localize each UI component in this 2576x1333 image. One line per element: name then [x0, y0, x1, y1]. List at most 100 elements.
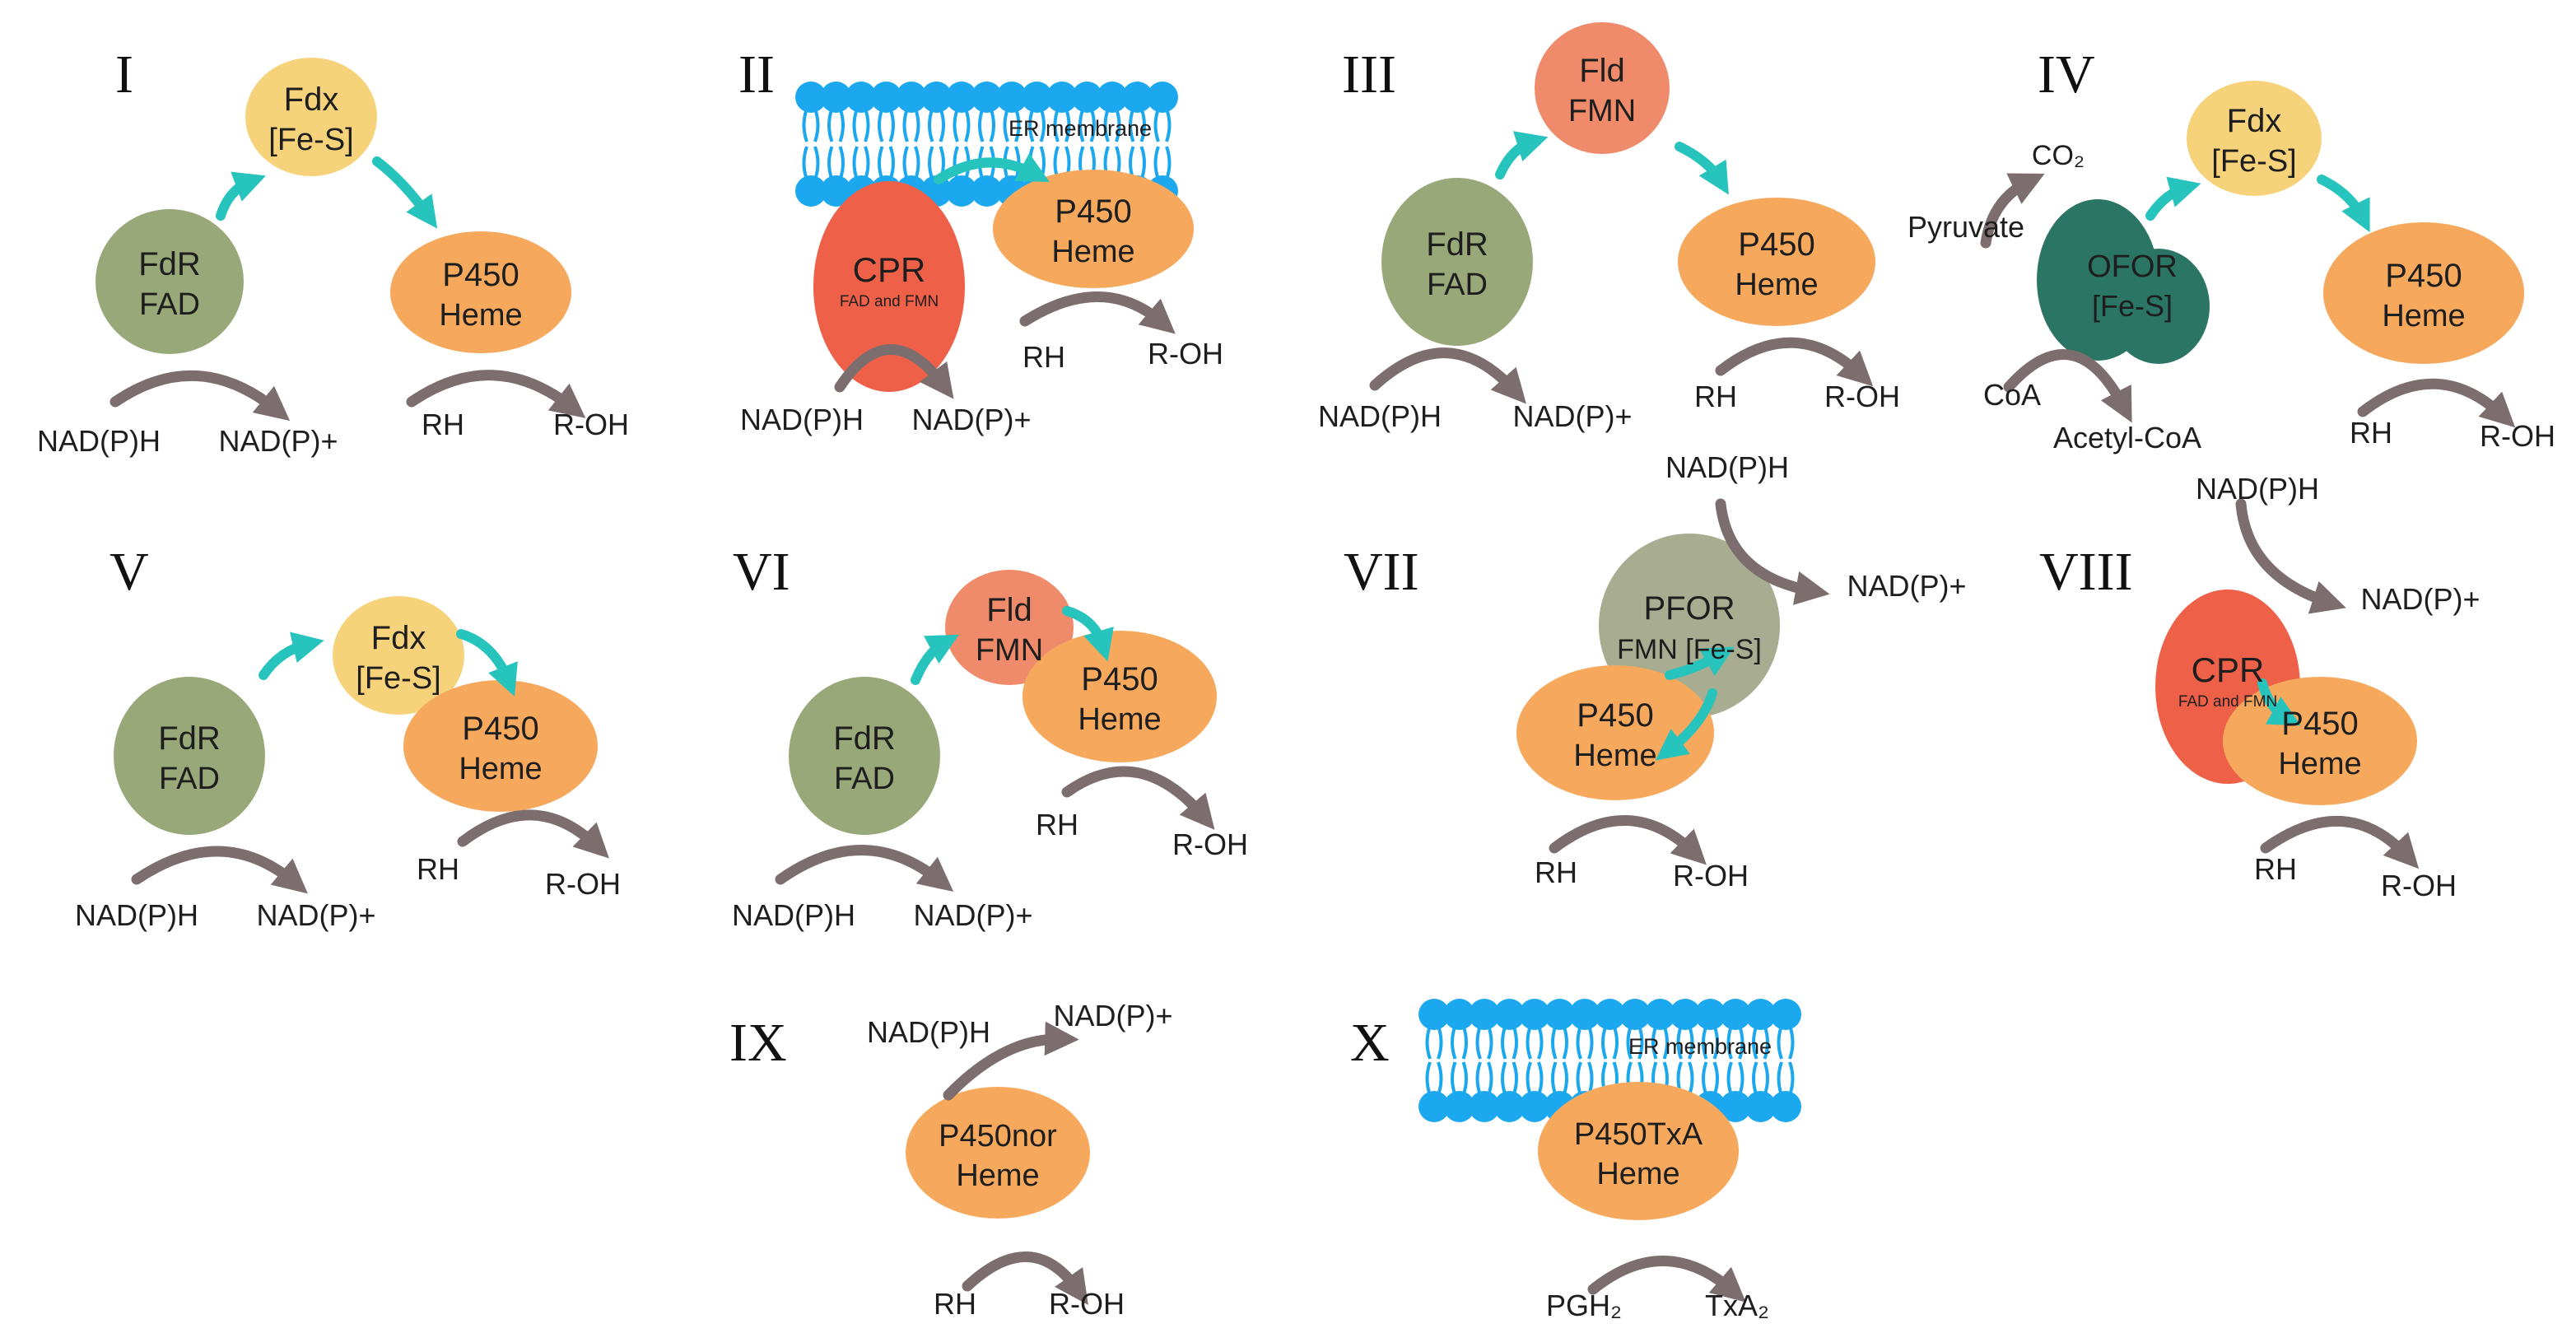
panel-viii-electron-arrow	[2257, 678, 2301, 726]
panel-iii-nad-p-label: NAD(P)+	[1512, 399, 1632, 433]
panel-vi-electron-arrow-1	[911, 634, 959, 685]
panel-v-fdx-label: Fdx	[371, 620, 426, 656]
panel-vi-fdr-label: FdR	[833, 720, 896, 757]
panel-ix-nad-p-h-label: NAD(P)H	[867, 1015, 990, 1049]
panel-iv-r-oh-label: R-OH	[2480, 419, 2555, 453]
panel-vi-nadph-arrow	[775, 845, 954, 893]
panel-ii-p450-label: P450	[1055, 193, 1131, 230]
panel-vii-pfor-label: PFOR	[1643, 590, 1735, 627]
panel-vi-fld-shape	[945, 570, 1074, 685]
panel-x-p450-label: P450TxA	[1574, 1117, 1703, 1152]
panel-v-nad-p-label: NAD(P)+	[256, 898, 375, 932]
panel-iii-electron-arrow-1	[1495, 131, 1549, 179]
panel-i-p450-cofactor: Heme	[439, 298, 522, 333]
panel-v-fdr-label: FdR	[158, 720, 221, 757]
panel-ii-p450-cofactor: Heme	[1051, 235, 1134, 269]
panel-v-p450-label: P450	[462, 711, 538, 747]
panel-ix-nad-p-label: NAD(P)+	[1053, 999, 1172, 1032]
panel-ii-cpr-cofactor: FAD and FMN	[840, 293, 939, 310]
panel-vii-nad-p-h-label: NAD(P)H	[1665, 450, 1789, 484]
panel-v-substrate-arrow	[457, 809, 609, 859]
panel-i-fdx-label: Fdx	[284, 82, 339, 118]
panel-ii-numeral: II	[738, 44, 775, 105]
panel-v-nadph-arrow	[131, 846, 308, 894]
panel-vi-fld-cofactor: FMN	[976, 633, 1043, 668]
panel-v-fdx-shape	[333, 596, 464, 715]
panel-iv-p450-cofactor: Heme	[2382, 299, 2465, 333]
panel-ii-nad-p-label: NAD(P)+	[911, 403, 1031, 436]
panel-viii-cpr-cofactor: FAD and FMN	[2178, 693, 2277, 711]
panel-iv-fdx-label: Fdx	[2227, 103, 2282, 139]
panel-iii-numeral: III	[1342, 44, 1396, 105]
panel-x-p450-cofactor: Heme	[1596, 1157, 1679, 1191]
panel-i-electron-arrow-1	[216, 171, 267, 221]
panel-viii-numeral: VIII	[2039, 542, 2133, 602]
panel-iv-fdx-shape	[2187, 81, 2322, 196]
panel-x-pgh-label: PGH₂	[1546, 1289, 1622, 1322]
panel-ix-rh-label: RH	[934, 1287, 976, 1321]
panel-vi-fdr-shape	[789, 677, 940, 835]
panel-ix-substrate-arrow	[962, 1251, 1088, 1306]
panel-iv-coa-label: CoA	[1983, 378, 2041, 412]
panel-iii-electron-arrow-2	[1675, 142, 1729, 195]
panel-i-electron-arrow-2	[372, 156, 438, 229]
panel-vii-electron-arrow-2	[1655, 688, 1717, 761]
panel-iii-fld-label: Fld	[1579, 53, 1625, 89]
panel-iii-r-oh-label: R-OH	[1824, 380, 1900, 413]
panel-ii-substrate-arrow	[1019, 291, 1176, 334]
panel-vi-rh-label: RH	[1036, 808, 1078, 841]
panel-ii-nadph-arrow	[834, 344, 954, 399]
panel-i-rh-label: RH	[422, 408, 464, 441]
panel-v-r-oh-label: R-OH	[545, 867, 621, 901]
panel-v-fdx-cofactor: [Fe-S]	[356, 661, 440, 696]
panel-vi-fld-label: Fld	[986, 592, 1032, 628]
panel-iv-substrate-arrow	[2357, 378, 2516, 428]
panel-v-p450-shape	[403, 680, 598, 812]
panel-i-substrate-arrow	[406, 370, 586, 418]
panel-i-nadph-arrow	[109, 370, 291, 422]
panel-x-numeral: X	[1350, 1013, 1390, 1073]
panel-ii-nad-p-h-label: NAD(P)H	[740, 403, 864, 436]
panel-i-fdr-label: FdR	[138, 246, 201, 282]
panel-viii-nad-p-h-label: NAD(P)H	[2196, 472, 2319, 506]
panel-ix-r-oh-label: R-OH	[1049, 1287, 1125, 1321]
panel-x-p450-shape	[1538, 1082, 1739, 1220]
panel-ix-p450-shape	[906, 1087, 1090, 1219]
panel-vi-p450-shape	[1022, 631, 1217, 762]
panel-iv-pyruvate-arrow	[1980, 173, 2045, 249]
panel-iv-electron-arrow-1	[2145, 176, 2201, 221]
panel-i-fdr-shape	[95, 209, 244, 354]
panel-i-numeral: I	[115, 44, 133, 105]
panel-iii-p450-label: P450	[1738, 226, 1814, 263]
panel-ix-p450-cofactor: Heme	[956, 1158, 1039, 1193]
panel-iii-nadph-arrow	[1369, 347, 1526, 404]
panel-viii-substrate-arrow	[2260, 815, 2420, 869]
panel-iii-fld-shape	[1535, 22, 1670, 154]
panel-x-membrane-label: ER membrane	[1628, 1034, 1772, 1059]
panel-iii-p450-shape	[1678, 198, 1875, 326]
panel-vii-pfor-cofactor: FMN [Fe-S]	[1617, 634, 1762, 665]
panel-vii-numeral: VII	[1344, 542, 1419, 602]
panel-iii-fld-cofactor: FMN	[1568, 94, 1636, 128]
panel-i-nad-p-h-label: NAD(P)H	[37, 424, 161, 458]
panel-viii-p450-label: P450	[2281, 706, 2358, 742]
panel-viii-r-oh-label: R-OH	[2381, 869, 2457, 902]
panel-v-rh-label: RH	[417, 852, 459, 886]
panel-iv-pyruvate-label: Pyruvate	[1908, 210, 2024, 244]
panel-iv-co-label: CO₂	[2032, 140, 2085, 171]
panel-iii-fdr-label: FdR	[1426, 226, 1488, 263]
panel-ix-nadph-arrow	[943, 1021, 1079, 1101]
panel-iv-electron-arrow-2	[2317, 175, 2370, 233]
panel-vi-p450-cofactor: Heme	[1078, 702, 1161, 737]
panel-vi-r-oh-label: R-OH	[1172, 827, 1248, 861]
panel-iii-substrate-arrow	[1715, 337, 1874, 387]
panel-vii-nad-p-label: NAD(P)+	[1847, 569, 1966, 603]
panel-viii-nadph-arrow	[2235, 498, 2346, 614]
panel-ii-cpr-label: CPR	[853, 250, 926, 289]
panel-iii-p450-cofactor: Heme	[1735, 268, 1818, 302]
panel-iii-nad-p-h-label: NAD(P)H	[1318, 399, 1442, 433]
panel-vi-nad-p-label: NAD(P)+	[913, 898, 1032, 932]
panel-ii-rh-label: RH	[1022, 340, 1065, 374]
panel-vii-substrate-arrow	[1549, 814, 1707, 865]
